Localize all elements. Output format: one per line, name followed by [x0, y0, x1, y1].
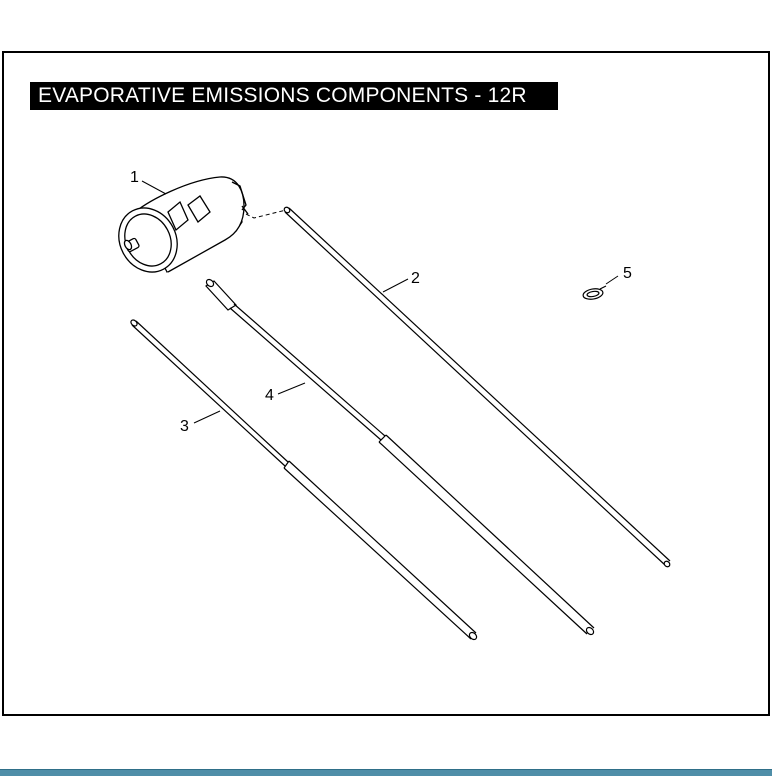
hose-2	[283, 206, 671, 568]
diagram-title: EVAPORATIVE EMISSIONS COMPONENTS - 12R	[30, 82, 558, 110]
callout-5: 5	[623, 265, 632, 282]
hose-4	[205, 278, 595, 636]
callout-3: 3	[180, 418, 189, 435]
callout-1: 1	[130, 169, 139, 186]
clip	[582, 285, 607, 300]
hose-3	[130, 319, 478, 641]
callout-2: 2	[411, 270, 420, 287]
connection-dashed-line	[245, 209, 287, 219]
callout-4: 4	[265, 387, 274, 404]
bottom-bar	[0, 769, 772, 776]
diagram-frame	[2, 51, 770, 716]
canister	[118, 176, 249, 273]
leader-lines	[141, 180, 619, 424]
